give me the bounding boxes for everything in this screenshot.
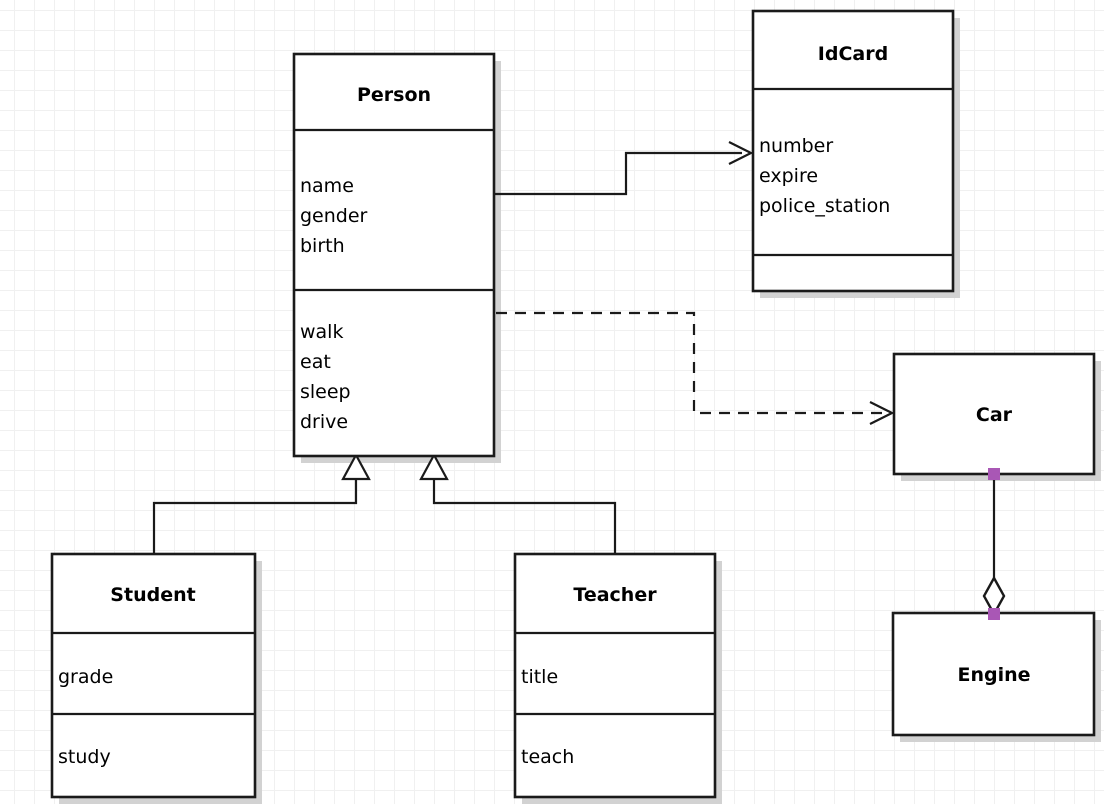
- teacher-class-name: Teacher: [573, 584, 657, 606]
- association-line[interactable]: [494, 151, 742, 196]
- teacher-method: teach: [521, 746, 574, 768]
- class-box-idcard[interactable]: IdCard number expire police_station: [751, 9, 955, 293]
- connection-handle-layer[interactable]: [988, 468, 1000, 620]
- person-attribute: name: [300, 175, 354, 197]
- person-attribute: gender: [300, 205, 368, 227]
- student-outline[interactable]: [50, 552, 257, 799]
- person-attribute: birth: [300, 235, 345, 257]
- connection-handle-engine-top[interactable]: [988, 608, 1000, 620]
- class-box-teacher[interactable]: Teacher title teach: [513, 552, 717, 799]
- engine-class-name: Engine: [957, 664, 1030, 686]
- student-class-name: Student: [110, 584, 195, 606]
- person-method: drive: [300, 411, 348, 433]
- hollow-triangle-icon: [341, 452, 371, 481]
- class-box-person[interactable]: Person name gender birth walk eat sleep …: [292, 52, 496, 458]
- person-class-name: Person: [357, 84, 431, 106]
- idcard-attribute: expire: [759, 165, 818, 187]
- relationship-person-to-car[interactable]: [496, 311, 895, 425]
- connection-handle-car-bottom[interactable]: [988, 468, 1000, 480]
- person-method: walk: [300, 321, 343, 343]
- student-attribute: grade: [58, 666, 113, 688]
- generalization-line[interactable]: [432, 477, 617, 554]
- person-method: sleep: [300, 381, 351, 403]
- open-arrow-icon: [728, 141, 754, 165]
- dependency-line[interactable]: [496, 311, 883, 415]
- class-box-car[interactable]: Car: [892, 352, 1096, 476]
- car-class-name: Car: [976, 404, 1013, 426]
- car-outline[interactable]: [892, 352, 1096, 476]
- student-method: study: [58, 746, 111, 768]
- teacher-attribute: title: [521, 666, 558, 688]
- class-box-engine[interactable]: Engine: [891, 611, 1096, 737]
- idcard-attribute: number: [759, 135, 833, 157]
- idcard-attribute: police_station: [759, 195, 890, 217]
- teacher-outline[interactable]: [513, 552, 717, 799]
- relationship-student-to-person[interactable]: [152, 452, 371, 554]
- hollow-triangle-icon: [419, 452, 449, 481]
- person-outline[interactable]: [292, 52, 496, 458]
- idcard-class-name: IdCard: [818, 43, 888, 65]
- engine-outline[interactable]: [891, 611, 1096, 737]
- person-method: eat: [300, 351, 331, 373]
- generalization-line[interactable]: [152, 477, 358, 554]
- relationship-person-to-idcard[interactable]: [494, 141, 754, 196]
- idcard-outline[interactable]: [751, 9, 955, 293]
- class-box-student[interactable]: Student grade study: [50, 552, 257, 799]
- open-arrow-icon: [869, 401, 895, 425]
- relationship-car-to-engine[interactable]: [982, 468, 1006, 620]
- relationship-teacher-to-person[interactable]: [419, 452, 617, 554]
